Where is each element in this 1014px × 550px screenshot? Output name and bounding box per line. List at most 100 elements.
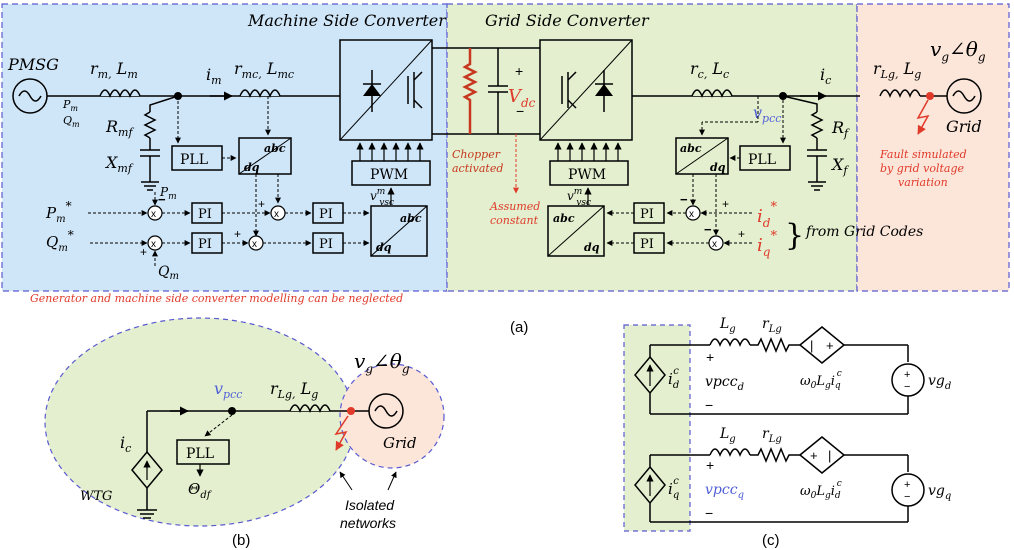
vgd-label: vgd: [928, 373, 951, 392]
grid-source-a: [946, 78, 982, 114]
pwm-grid: [549, 160, 629, 186]
pm-ref-label: Pm*: [45, 199, 72, 225]
vpcc-label-b: vpcc: [214, 379, 242, 401]
minus-idg: −: [680, 192, 688, 207]
bar-bot: |: [828, 448, 831, 463]
sum-iq-x: x: [252, 239, 257, 250]
id-ref-label: id*: [757, 200, 777, 230]
fault-label-1: Fault simulated: [879, 148, 967, 161]
pll-b-label: PLL: [186, 446, 214, 462]
minus-iqg: −: [704, 222, 712, 237]
vpccq-plus: +: [706, 457, 714, 473]
vpccd-label: vpccd: [705, 374, 744, 393]
fault-point-b: [347, 407, 355, 415]
vg-angle-label-a: vg∠θg: [930, 37, 986, 64]
plus-qm: +: [140, 245, 147, 259]
chopper-label-2: activated: [452, 162, 503, 175]
isolated-label-2: networks: [340, 515, 396, 531]
vgd-minus: −: [904, 381, 910, 393]
rmc-lmc-label: rmc, Lmc: [234, 59, 294, 81]
vdc-plus: +: [515, 63, 523, 79]
pwm-machine-arrows: [356, 142, 424, 161]
rlg-lg-label-a: rLg, Lg: [873, 59, 921, 81]
pi-id-machine-label: PI: [319, 207, 333, 222]
plus-1: +: [258, 197, 265, 211]
bar-top: |: [810, 338, 813, 353]
plus-bot: +: [810, 448, 818, 463]
igbt-diode-grid: [561, 70, 613, 112]
pm-label: Pm: [62, 98, 78, 113]
rlg-label-c1: rLg: [762, 316, 782, 335]
inductor-lmc: [239, 89, 281, 98]
xmf-label: Xmf: [104, 153, 134, 175]
qm-feedback-label: Qm: [158, 264, 179, 282]
vdc-label: Vdc: [508, 86, 536, 110]
vg-angle-label-b: vg∠θg: [354, 349, 410, 376]
pll-machine: [171, 145, 223, 171]
pm-minus: −: [158, 192, 166, 207]
isolated-label-1: Isolated: [345, 497, 395, 513]
node-pcc-b: [228, 407, 236, 415]
sum-id-x: x: [274, 209, 279, 220]
inductor-lg-a: [879, 89, 921, 98]
qm-ref-label: Qm*: [46, 228, 74, 254]
caption-c: (c): [762, 532, 780, 549]
theta-df-label: Θdf: [188, 480, 213, 501]
rc-lc-label: rc, Lc: [690, 59, 729, 81]
converter-region-c: [623, 324, 691, 532]
pwm-grid-label: PWM: [568, 167, 606, 183]
vpccd-minus: −: [705, 397, 713, 413]
assumed-label-2: constant: [490, 214, 539, 227]
iq-ref-label: iq*: [757, 229, 777, 259]
im-label: im: [206, 65, 222, 87]
pwm-grid-arrows: [554, 142, 622, 161]
neglect-note: Generator and machine side converter mod…: [30, 292, 403, 305]
wtg-label: WTG: [80, 489, 112, 504]
plus-top: +: [826, 338, 834, 353]
lg-label-c1: Lg: [719, 316, 736, 335]
assumed-label-1: Assumed: [489, 200, 540, 213]
pi-id-grid-label: PI: [640, 207, 654, 222]
resistor-rmf: [143, 111, 157, 139]
chopper-label-1: Chopper: [452, 148, 501, 161]
vgd-plus: +: [904, 369, 910, 381]
brace: }: [785, 218, 804, 253]
abc-label-1: abc: [264, 142, 286, 155]
inductor-lm: [99, 89, 141, 98]
sum-pm-x: x: [151, 209, 156, 220]
pwm-machine-label: PWM: [370, 167, 408, 183]
pm-feedback-label: Pm: [159, 185, 177, 202]
omega-bot-label: ω0Lgidc: [800, 479, 842, 501]
d-axis-circuit: [634, 326, 925, 415]
dq-label-2: dq: [376, 241, 392, 254]
abc-label-2: abc: [400, 212, 422, 225]
plus-2: +: [234, 227, 241, 241]
lg-label-c2: Lg: [719, 426, 736, 445]
vpccd-plus: +: [706, 349, 714, 365]
grid-side-title: Grid Side Converter: [485, 11, 650, 30]
vdc-minus: −: [516, 103, 524, 119]
sum-qm-x: x: [151, 239, 156, 250]
vpccq-label: vpccq: [705, 482, 744, 501]
rlg-label-c2: rLg: [762, 426, 782, 445]
dq-label-1: dq: [244, 161, 260, 174]
pi-iq-grid-label: PI: [640, 237, 654, 252]
xf-label: Xf: [830, 155, 849, 177]
plus-iqg: +: [738, 227, 745, 241]
pmsg-label: PMSG: [7, 55, 59, 74]
qm-label: Qm: [63, 114, 80, 129]
ic-label: ic: [820, 65, 831, 87]
pll-machine-label: PLL: [180, 152, 208, 168]
rmf-label: Rmf: [105, 117, 134, 139]
diode-igbt-machine: [363, 70, 423, 112]
from-grid-codes: from Grid Codes: [805, 224, 923, 240]
plus-idg: +: [722, 197, 729, 211]
ic-label-b: ic: [120, 433, 131, 455]
rlg-lg-label-b: rLg, Lg: [270, 379, 318, 401]
grid-source-b: [368, 393, 404, 429]
dq-label-3: dq: [584, 241, 600, 254]
dq-label-4: dq: [710, 161, 726, 174]
sum-idg-x: x: [689, 209, 694, 220]
